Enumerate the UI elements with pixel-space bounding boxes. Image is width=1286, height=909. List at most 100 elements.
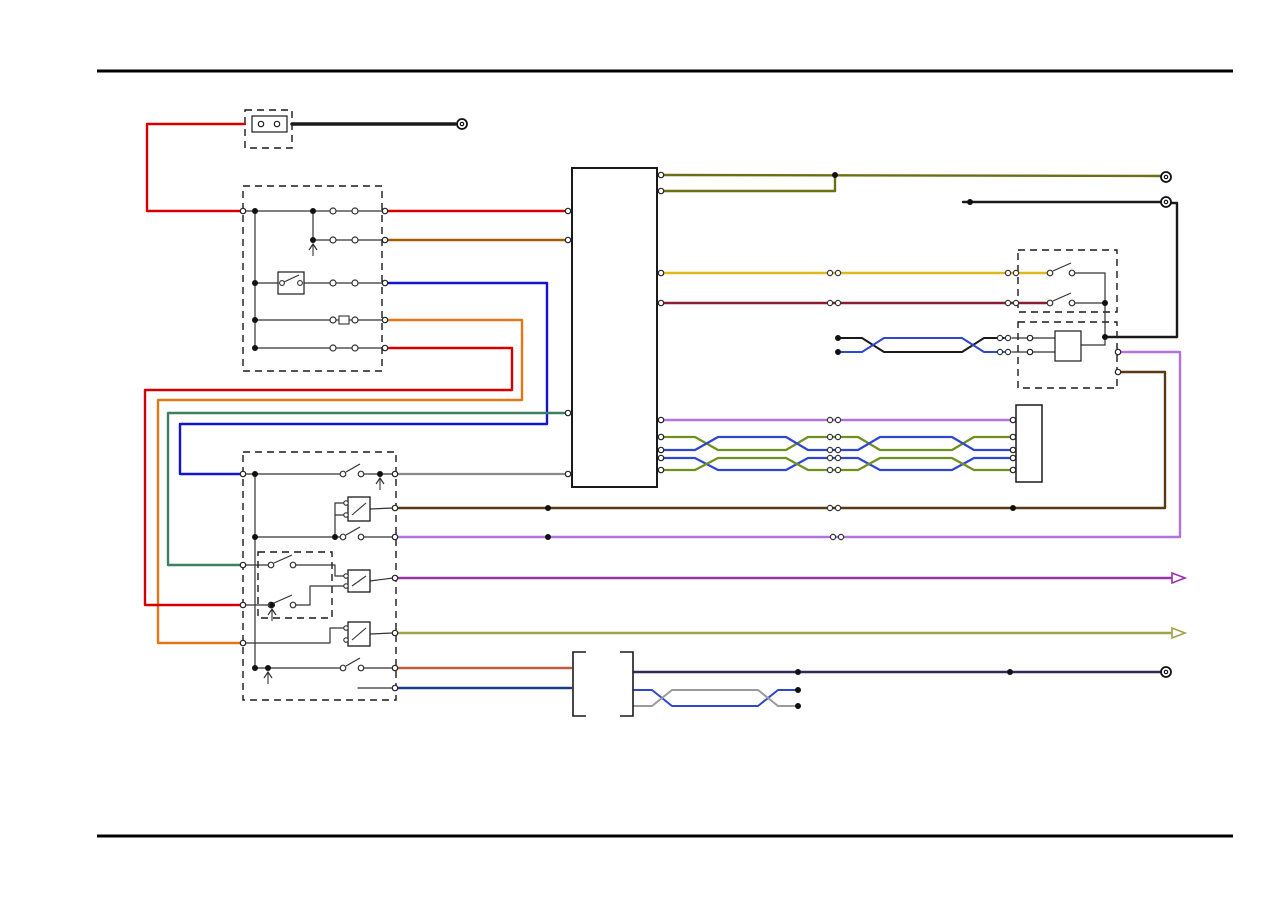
terminal-pin bbox=[564, 470, 572, 478]
inline-connector bbox=[826, 433, 834, 441]
terminal-pin bbox=[391, 664, 399, 672]
inline-connector bbox=[1004, 334, 1012, 342]
ring-terminal bbox=[456, 118, 468, 130]
junction-dot bbox=[835, 349, 841, 355]
inline-connector bbox=[826, 466, 834, 474]
terminal-pin bbox=[657, 171, 665, 179]
inline-connector bbox=[826, 269, 834, 277]
inline-connector bbox=[1004, 348, 1012, 356]
fusible-link-box bbox=[244, 109, 293, 149]
twisted-pair-low-blue bbox=[633, 689, 796, 707]
junction-dot bbox=[795, 687, 801, 693]
battery-feed-red bbox=[145, 122, 247, 213]
inline-connector bbox=[826, 504, 834, 512]
arrow-up-head bbox=[263, 670, 273, 679]
inline-connector bbox=[834, 504, 842, 512]
right-lower-component bbox=[1054, 330, 1082, 362]
terminal-pin bbox=[657, 187, 665, 195]
arrow-up-head bbox=[267, 607, 277, 616]
fuse-terminal bbox=[329, 207, 337, 215]
terminal-pin bbox=[239, 470, 247, 478]
junction-dot bbox=[332, 534, 338, 540]
terminal-pin bbox=[381, 236, 389, 244]
relay-pin bbox=[343, 512, 349, 518]
terminal-pin bbox=[239, 561, 247, 569]
inline-connector bbox=[834, 416, 842, 424]
inner-switch-box bbox=[257, 551, 333, 619]
switch-blade bbox=[1052, 292, 1072, 302]
terminal-pin bbox=[239, 207, 247, 215]
terminal-pin bbox=[239, 639, 247, 647]
relay-contact bbox=[351, 575, 367, 587]
breaker-terminal bbox=[329, 316, 337, 324]
relay-contact bbox=[351, 627, 367, 641]
terminal-pin bbox=[391, 504, 399, 512]
relay-junction-box bbox=[242, 451, 397, 701]
terminal-pin bbox=[1026, 348, 1034, 356]
junction-dot bbox=[252, 471, 258, 477]
control-module bbox=[571, 167, 658, 488]
module-out-green bbox=[166, 411, 566, 567]
inline-connector bbox=[829, 533, 837, 541]
switch-contact bbox=[357, 470, 365, 478]
terminal-pin bbox=[657, 446, 665, 454]
junction-dot bbox=[310, 208, 316, 214]
black-wraparound bbox=[1103, 201, 1179, 339]
arrow-up-head bbox=[375, 476, 385, 485]
arrow-up-head bbox=[308, 242, 318, 251]
offpage-arrow bbox=[1171, 626, 1188, 640]
junction-dot bbox=[545, 505, 551, 511]
fuse-terminal bbox=[351, 207, 359, 215]
terminal-pin bbox=[391, 470, 399, 478]
junction-dot bbox=[1102, 300, 1108, 306]
breaker-body bbox=[338, 315, 350, 325]
ring-terminal-center bbox=[1163, 174, 1169, 180]
relay-pin bbox=[343, 500, 349, 506]
inline-connector bbox=[1012, 299, 1020, 307]
switch-contact bbox=[289, 601, 297, 609]
inline-connector bbox=[834, 446, 842, 454]
switch-blade bbox=[273, 594, 293, 604]
lb-row565-b bbox=[295, 564, 347, 577]
switch-contact bbox=[339, 470, 347, 478]
lb-relay2-out bbox=[369, 577, 394, 582]
fuse-terminal bbox=[351, 344, 359, 352]
ring-terminal-center bbox=[459, 121, 465, 127]
inline-connector bbox=[826, 299, 834, 307]
switch-blade bbox=[1052, 262, 1072, 272]
ring-terminal bbox=[1160, 171, 1172, 183]
inline-connector bbox=[1012, 269, 1020, 277]
inline-connector bbox=[826, 454, 834, 462]
inline-connector bbox=[834, 433, 842, 441]
ring-terminal bbox=[1160, 666, 1172, 678]
relay-pin bbox=[343, 625, 349, 631]
junction-dot bbox=[252, 317, 258, 323]
inline-connector bbox=[1004, 299, 1012, 307]
terminal-pin bbox=[1009, 466, 1017, 474]
terminal-pin bbox=[564, 409, 572, 417]
relay-out-darkbrown bbox=[395, 370, 1167, 510]
switch-contact bbox=[357, 533, 365, 541]
switch-contact bbox=[289, 561, 297, 569]
junction-dot bbox=[252, 345, 258, 351]
terminal-pin bbox=[564, 207, 572, 215]
terminal-pin bbox=[1009, 416, 1017, 424]
junction-dot bbox=[1010, 505, 1016, 511]
junction-dot bbox=[377, 471, 383, 477]
fuse4-out-red bbox=[143, 346, 514, 607]
fuse-terminal bbox=[329, 279, 337, 287]
terminal-pin bbox=[657, 269, 665, 277]
inline-connector bbox=[834, 466, 842, 474]
terminal-pin bbox=[273, 120, 281, 128]
fusible-link bbox=[251, 115, 288, 133]
inline-connector bbox=[834, 269, 842, 277]
ignition-switch-blade bbox=[283, 274, 300, 283]
switch-blade bbox=[345, 657, 361, 667]
switch-contact bbox=[1068, 269, 1076, 277]
terminal-pin bbox=[1114, 348, 1122, 356]
pass-through-connector-left bbox=[572, 651, 586, 717]
fuse-terminal bbox=[351, 279, 359, 287]
switch-contact bbox=[339, 664, 347, 672]
lb-row605-b bbox=[295, 585, 347, 606]
